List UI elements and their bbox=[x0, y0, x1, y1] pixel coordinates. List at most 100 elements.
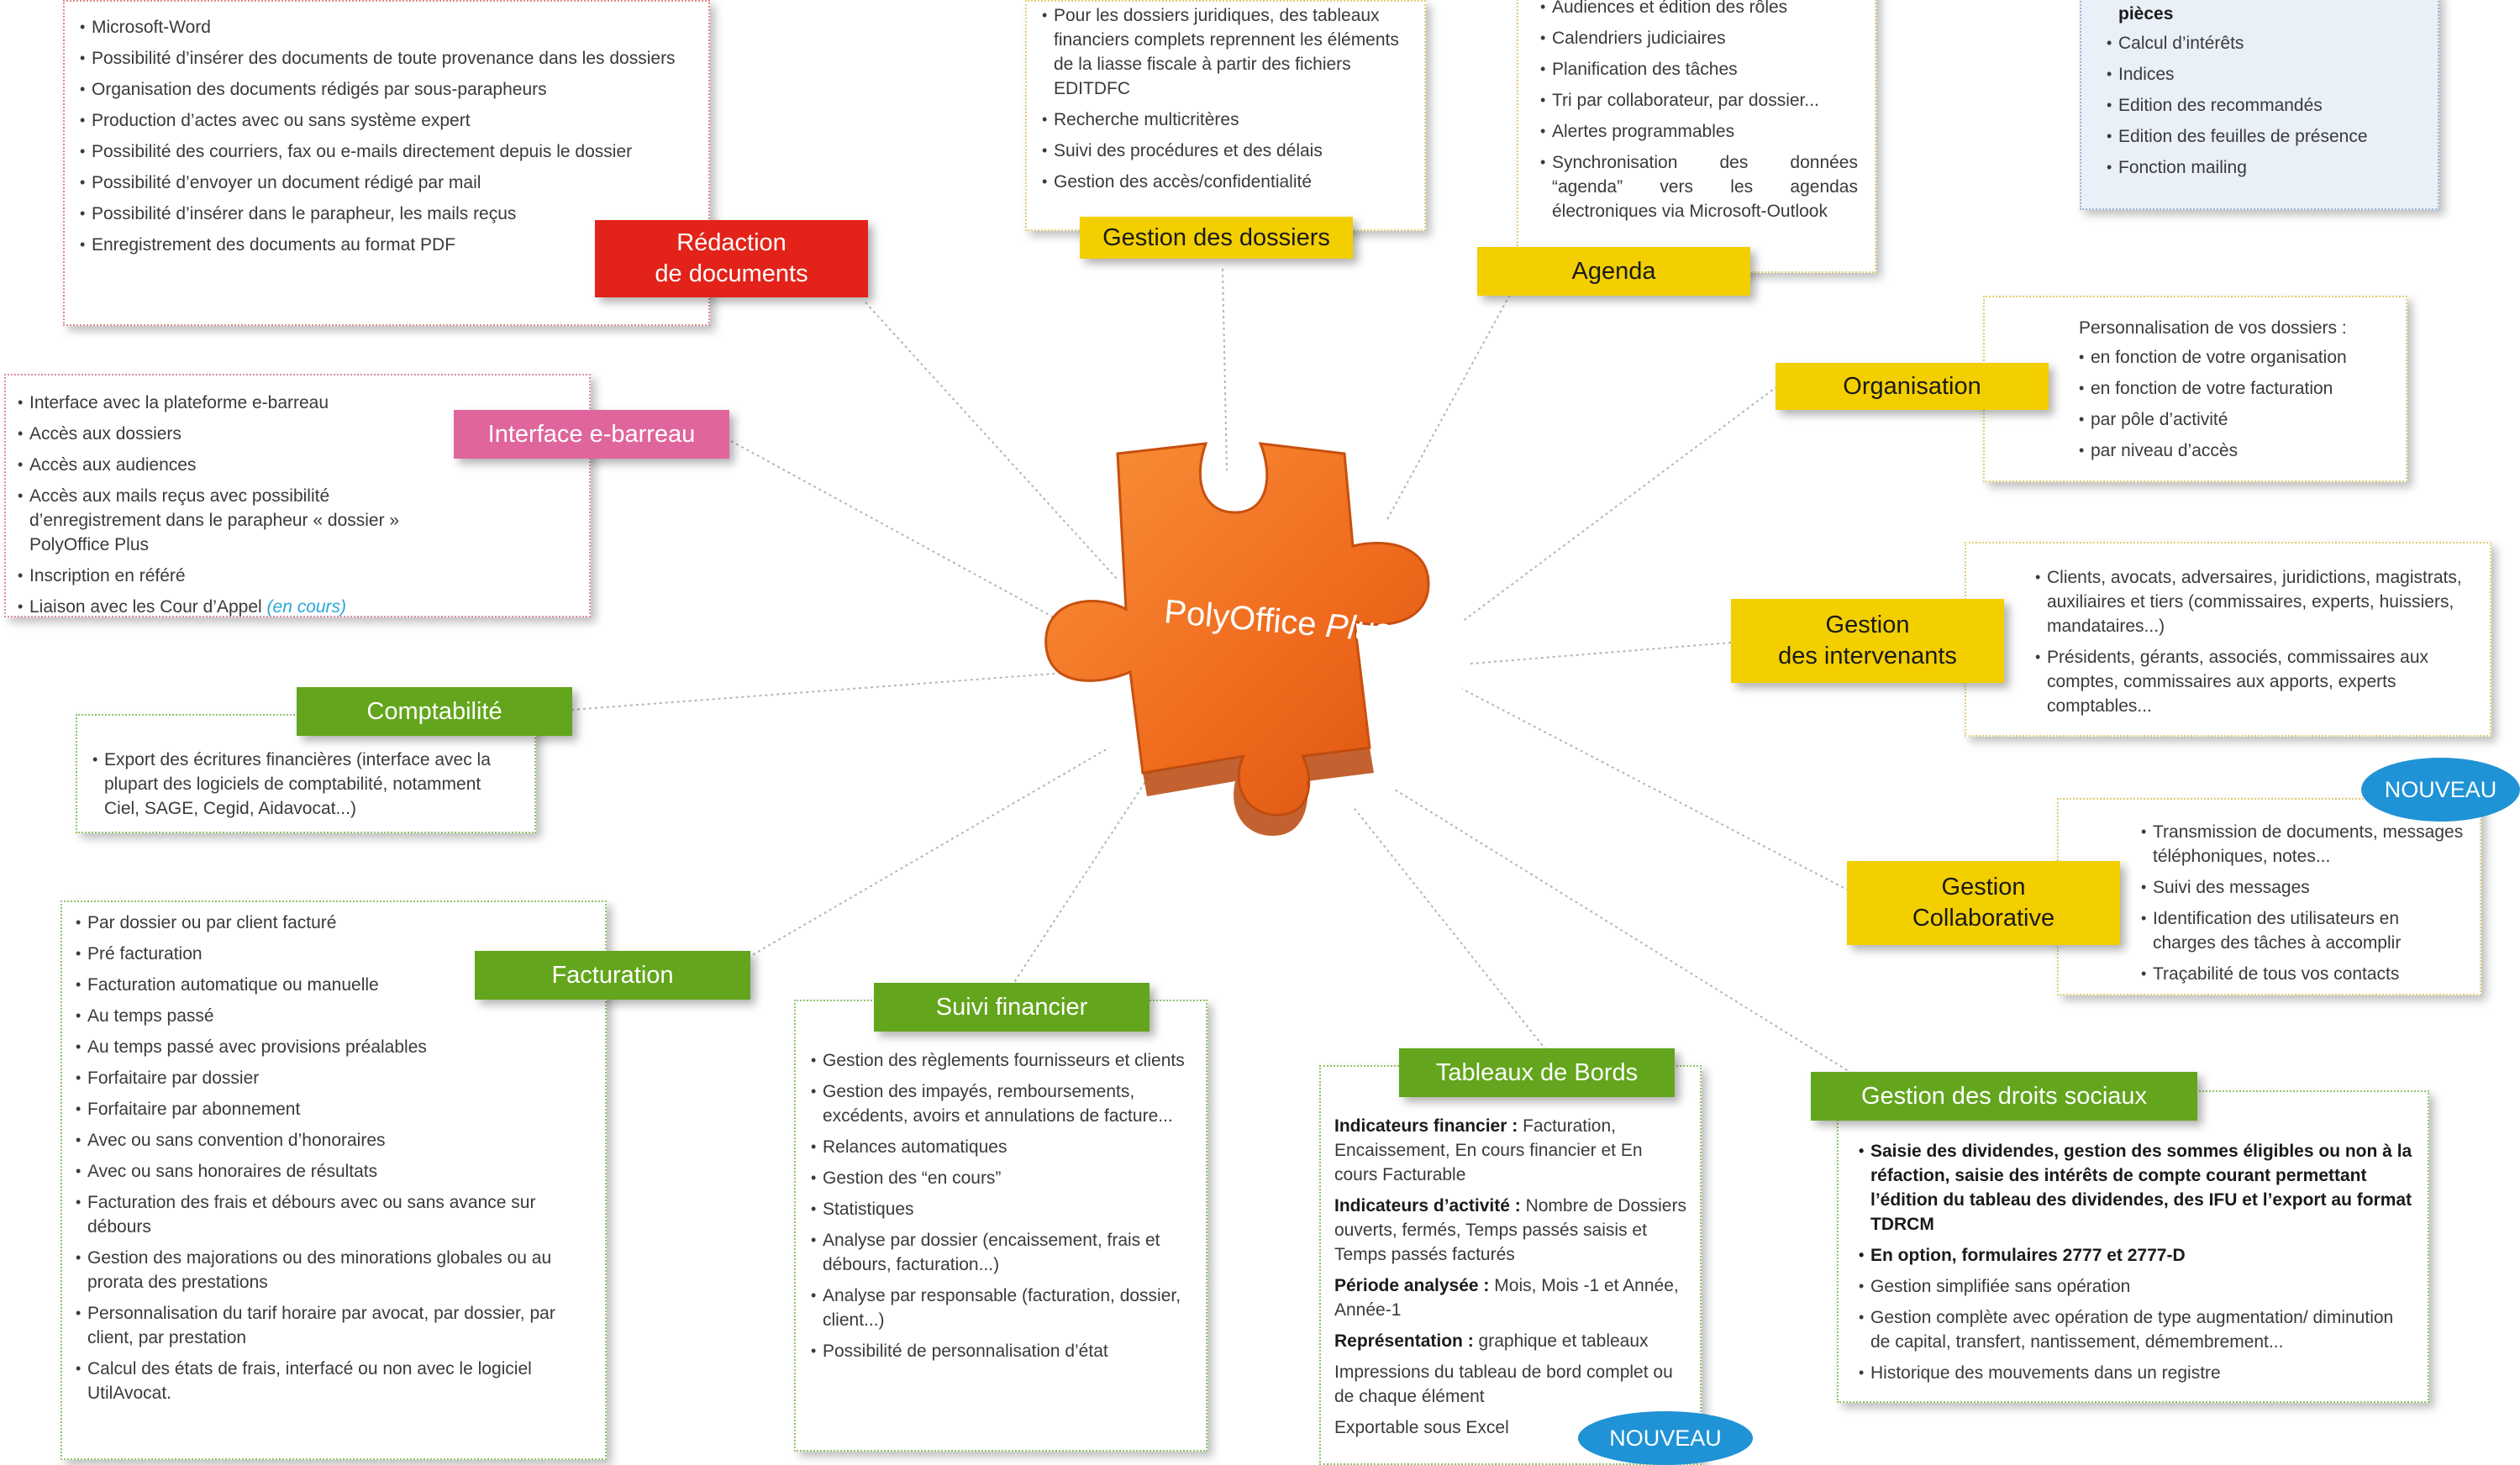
link-collaborative bbox=[1461, 688, 1849, 891]
organisation-panel: Personnalisation de vos dossiers : en fo… bbox=[1983, 296, 2407, 482]
ebarreau-list: Interface avec la plateforme e-barreau A… bbox=[18, 391, 576, 619]
list-item: Calcul des états de frais, interfacé ou … bbox=[76, 1357, 592, 1405]
tools-list: Calcul d’intérêts Indices Edition des re… bbox=[2107, 31, 2421, 180]
list-item: Organisation des documents rédigés par s… bbox=[80, 77, 692, 102]
list-item: par niveau d’accès bbox=[2079, 438, 2389, 463]
tableaux-label: Tableaux de Bords bbox=[1399, 1048, 1675, 1097]
list-item: Gestion simplifiée sans opération bbox=[1859, 1274, 2412, 1299]
tableaux-extra: Exportable sous Excel bbox=[1334, 1418, 1509, 1437]
list-item: Possibilité d’envoyer un document rédigé… bbox=[80, 171, 692, 195]
list-item: Possibilité d’insérer dans le parapheur,… bbox=[80, 202, 692, 226]
organisation-label: Organisation bbox=[1776, 363, 2049, 410]
intervenants-label: Gestion des intervenants bbox=[1731, 599, 2004, 683]
list-item: Audiences et édition des rôles bbox=[1540, 0, 1858, 19]
list-item: Calendriers judiciaires bbox=[1540, 26, 1858, 50]
list-item: Fonction mailing bbox=[2107, 155, 2421, 180]
suivi-panel: Gestion des règlements fournisseurs et c… bbox=[794, 1000, 1207, 1452]
list-item: Avec ou sans honoraires de résultats bbox=[76, 1159, 592, 1184]
list-item: Synchronisation des données “agenda” ver… bbox=[1540, 150, 1858, 223]
tools-first-line: pièces bbox=[2118, 4, 2174, 24]
tableaux-extra: Impressions du tableau de bord complet o… bbox=[1334, 1363, 1673, 1406]
list-item: Gestion des majorations ou des minoratio… bbox=[76, 1246, 592, 1294]
list-item: Traçabilité de tous vos contacts bbox=[2141, 962, 2466, 986]
list-item: en fonction de votre facturation bbox=[2079, 376, 2389, 401]
list-item: Calcul d’intérêts bbox=[2107, 31, 2421, 55]
organisation-list: en fonction de votre organisation en fon… bbox=[2079, 345, 2389, 463]
link-suivi bbox=[1007, 772, 1152, 992]
list-item: Inscription en référé bbox=[18, 564, 576, 588]
list-item: Pré facturation bbox=[76, 942, 592, 966]
collaborative-label: Gestion Collaborative bbox=[1847, 861, 2120, 945]
agenda-panel: Audiences et édition des rôles Calendrie… bbox=[1517, 0, 1876, 273]
list-item: par pôle d’activité bbox=[2079, 407, 2389, 432]
agenda-list: Audiences et édition des rôles Calendrie… bbox=[1540, 0, 1858, 223]
list-item: Alertes programmables bbox=[1540, 119, 1858, 144]
list-item: Suivi des messages bbox=[2141, 875, 2466, 900]
list-item: Analyse par dossier (encaissement, frais… bbox=[811, 1228, 1192, 1277]
link-redaction bbox=[865, 302, 1118, 580]
list-item: Accès aux audiences bbox=[18, 453, 576, 477]
list-item: Interface avec la plateforme e-barreau bbox=[18, 391, 576, 415]
list-item: Production d’actes avec ou sans système … bbox=[80, 108, 692, 133]
list-item: Saisie des dividendes, gestion des somme… bbox=[1859, 1139, 2412, 1237]
tableaux-new-badge: NOUVEAU bbox=[1578, 1411, 1753, 1465]
list-item: Statistiques bbox=[811, 1197, 1192, 1221]
link-organisation bbox=[1461, 386, 1778, 622]
link-ebarreau bbox=[730, 440, 1093, 639]
list-item: Export des écritures financières (interf… bbox=[92, 748, 521, 821]
link-facturation bbox=[747, 747, 1110, 958]
redaction-label: Rédaction de documents bbox=[595, 220, 868, 297]
list-item: Facturation automatique ou manuelle bbox=[76, 973, 592, 997]
list-item: Possibilité de personnalisation d’état bbox=[811, 1339, 1192, 1363]
ebarreau-label: Interface e-barreau bbox=[454, 410, 729, 459]
comptabilite-label: Comptabilité bbox=[297, 687, 572, 736]
list-item: Edition des recommandés bbox=[2107, 93, 2421, 118]
list-item: Gestion des règlements fournisseurs et c… bbox=[811, 1048, 1192, 1073]
list-item: Au temps passé bbox=[76, 1004, 592, 1028]
list-item: Clients, avocats, adversaires, juridicti… bbox=[2035, 565, 2476, 638]
link-agenda bbox=[1386, 289, 1513, 522]
list-item: Accès aux dossiers bbox=[18, 422, 576, 446]
link-dossiers bbox=[1222, 268, 1228, 471]
suivi-label: Suivi financier bbox=[874, 983, 1150, 1032]
agenda-label: Agenda bbox=[1477, 247, 1750, 296]
redaction-list: Microsoft-Word Possibilité d’insérer des… bbox=[80, 15, 692, 257]
list-item: Gestion complète avec opération de type … bbox=[1859, 1305, 2412, 1354]
facturation-list: Par dossier ou par client facturé Pré fa… bbox=[76, 911, 592, 1405]
list-item: Au temps passé avec provisions préalable… bbox=[76, 1035, 592, 1059]
intervenants-panel: Clients, avocats, adversaires, juridicti… bbox=[1965, 542, 2491, 737]
list-item: Facturation des frais et débours avec ou… bbox=[76, 1190, 592, 1239]
tableaux-row: Représentation : graphique et tableaux bbox=[1334, 1331, 1649, 1351]
comptabilite-list: Export des écritures financières (interf… bbox=[92, 748, 521, 821]
puzzle-piece-icon bbox=[1044, 442, 1430, 836]
list-item: Transmission de documents, messages télé… bbox=[2141, 820, 2466, 869]
organisation-intro: Personnalisation de vos dossiers : bbox=[2079, 318, 2347, 338]
list-item: Planification des tâches bbox=[1540, 57, 1858, 81]
list-item: Relances automatiques bbox=[811, 1135, 1192, 1159]
collaborative-panel: Transmission de documents, messages télé… bbox=[2057, 798, 2481, 995]
list-item: Forfaitaire par abonnement bbox=[76, 1097, 592, 1121]
dossiers-list: Pour les dossiers juridiques, des tablea… bbox=[1042, 3, 1407, 194]
collaborative-new-badge: NOUVEAU bbox=[2361, 758, 2520, 822]
list-item: Enregistrement des documents au format P… bbox=[80, 233, 692, 257]
list-item: En option, formulaires 2777 et 2777-D bbox=[1859, 1243, 2412, 1268]
list-item: Recherche multicritères bbox=[1042, 108, 1407, 132]
list-item: Par dossier ou par client facturé bbox=[76, 911, 592, 935]
list-item: Présidents, gérants, associés, commissai… bbox=[2035, 645, 2476, 718]
list-item: Edition des feuilles de présence bbox=[2107, 124, 2421, 149]
link-comptabilite bbox=[571, 671, 1076, 711]
collaborative-list: Transmission de documents, messages télé… bbox=[2141, 820, 2466, 986]
tableaux-row: Période analysée : Mois, Mois -1 et Anné… bbox=[1334, 1276, 1679, 1320]
tableaux-row: Indicateurs financier : Facturation, Enc… bbox=[1334, 1116, 1643, 1184]
list-item: Avec ou sans convention d’honoraires bbox=[76, 1128, 592, 1153]
list-item: Gestion des impayés, remboursements, exc… bbox=[811, 1079, 1192, 1128]
droits-label: Gestion des droits sociaux bbox=[1811, 1072, 2197, 1121]
list-item: Gestion des “en cours” bbox=[811, 1166, 1192, 1190]
intervenants-list: Clients, avocats, adversaires, juridicti… bbox=[2035, 565, 2476, 718]
facturation-label: Facturation bbox=[475, 951, 750, 1000]
droits-list: Saisie des dividendes, gestion des somme… bbox=[1859, 1139, 2412, 1385]
list-item: Accès aux mails reçus avec possibilité d… bbox=[18, 484, 576, 557]
link-intervenants bbox=[1470, 642, 1732, 664]
link-tableaux bbox=[1352, 806, 1547, 1051]
